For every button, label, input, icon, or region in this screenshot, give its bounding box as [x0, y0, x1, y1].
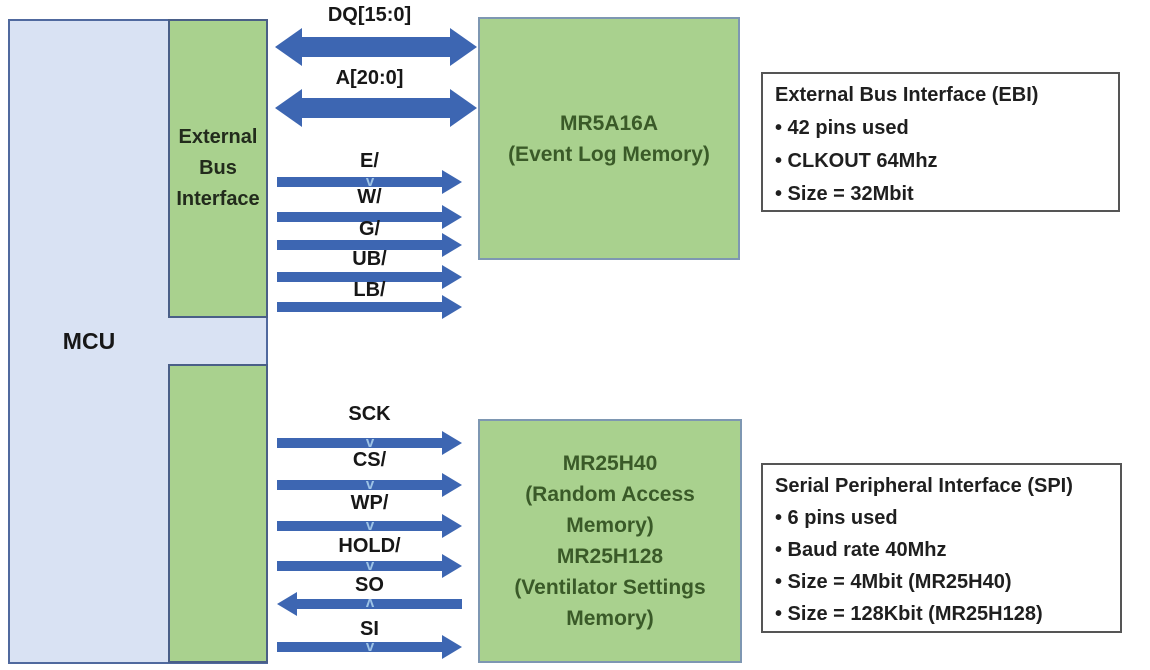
memory-mr5a16a-block: MR5A16A (Event Log Memory) [478, 17, 740, 260]
chevron-mark-icon: v [365, 476, 375, 493]
signal-label-sck: SCK [348, 403, 391, 425]
arrowhead-right-icon [442, 170, 462, 194]
ebi-info-bullet: • Size = 32Mbit [775, 183, 914, 205]
lb-arrow-icon [277, 295, 462, 319]
memory2-line: MR25H128 [556, 545, 664, 568]
chevron-mark-icon: v [365, 595, 375, 612]
spi-info-list: • 6 pins used • Baud rate 40Mhz • Size =… [775, 502, 1108, 630]
arrow-shaft [277, 177, 442, 187]
sck-arrow-icon [277, 431, 462, 455]
arrow-shaft [297, 599, 462, 609]
signal-label-si: SI [360, 618, 379, 640]
chevron-mark-icon: v [365, 434, 375, 451]
ebi-info-title: External Bus Interface (EBI) [775, 84, 1039, 106]
memory1-line: (Event Log Memory) [508, 142, 710, 166]
arrowhead-right-icon [450, 89, 477, 127]
signal-label-cs: CS/ [352, 449, 387, 471]
arrow-shaft [302, 37, 450, 57]
arrow-shaft [277, 480, 442, 490]
signal-label-e: E/ [360, 150, 379, 172]
arrowhead-right-icon [442, 431, 462, 455]
ebi-info-bullet: • CLKOUT 64Mhz [775, 150, 938, 172]
arrow-shaft [277, 521, 442, 531]
memory2-line: (Ventilator Settings [514, 576, 706, 599]
a-bidirectional-arrow-icon [275, 89, 477, 127]
memory2-line: Memory) [566, 607, 654, 630]
arrowhead-right-icon [442, 635, 462, 659]
spi-interface-block [168, 364, 268, 663]
arrowhead-right-icon [442, 295, 462, 319]
ebi-info-bullet: • 42 pins used [775, 117, 909, 139]
signal-label-ub: UB/ [352, 248, 387, 270]
w-arrow-icon [277, 205, 462, 229]
arrowhead-right-icon [442, 473, 462, 497]
spi-info-bullet: • Baud rate 40Mhz [775, 539, 947, 561]
spi-info-bullet: • Size = 128Kbit (MR25H128) [775, 603, 1043, 625]
memory1-line: MR5A16A [559, 111, 659, 135]
si-arrow-icon [277, 635, 462, 659]
arrow-shaft [277, 240, 442, 250]
chevron-mark-icon: v [365, 517, 375, 534]
signal-label-so: SO [355, 574, 384, 596]
signal-label-wp: WP/ [350, 492, 389, 514]
signal-label-hold: HOLD/ [338, 535, 401, 557]
arrow-shaft [277, 561, 442, 571]
arrow-shaft [277, 212, 442, 222]
e-arrow-icon [277, 170, 462, 194]
spi-info-bullet: • Size = 4Mbit (MR25H40) [775, 571, 1012, 593]
chevron-mark-icon: v [365, 557, 375, 574]
spi-info-bullet: • 6 pins used [775, 507, 898, 529]
arrowhead-right-icon [450, 28, 477, 66]
memory-mr25h-block: MR25H40 (Random Access Memory) MR25H128 … [478, 419, 742, 663]
memory2-line: MR25H40 [562, 452, 658, 475]
arrow-shaft [277, 438, 442, 448]
ub-arrow-icon [277, 265, 462, 289]
signal-label-lb: LB/ [353, 279, 386, 301]
ebi-interface-label: External Bus Interface [176, 126, 260, 210]
ebi-info-box: External Bus Interface (EBI) • 42 pins u… [761, 72, 1120, 212]
dq-bidirectional-arrow-icon [275, 28, 477, 66]
chevron-mark-icon: v [365, 638, 375, 655]
so-arrow-icon [277, 592, 462, 616]
arrowhead-right-icon [442, 265, 462, 289]
memory2-line: Memory) [566, 514, 654, 537]
mcu-label: MCU [62, 328, 116, 354]
arrow-shaft [302, 98, 450, 118]
memory2-line: (Random Access [525, 483, 695, 506]
chevron-mark-icon: v [365, 173, 375, 190]
wp-arrow-icon [277, 514, 462, 538]
ebi-interface-block: External Bus Interface [168, 19, 268, 318]
arrowhead-right-icon [442, 514, 462, 538]
arrowhead-right-icon [442, 205, 462, 229]
spi-info-box: Serial Peripheral Interface (SPI) • 6 pi… [761, 463, 1122, 633]
g-arrow-icon [277, 233, 462, 257]
arrowhead-left-icon [277, 592, 297, 616]
spi-info-title: Serial Peripheral Interface (SPI) [775, 475, 1073, 497]
signal-label-w: W/ [357, 186, 382, 208]
arrowhead-left-icon [275, 28, 302, 66]
arrowhead-right-icon [442, 233, 462, 257]
signal-label-a: A[20:0] [335, 67, 404, 89]
arrow-shaft [277, 642, 442, 652]
arrow-shaft [277, 272, 442, 282]
hold-arrow-icon [277, 554, 462, 578]
signal-label-dq: DQ[15:0] [327, 4, 412, 26]
ebi-info-list: • 42 pins used • CLKOUT 64Mhz • Size = 3… [775, 112, 1106, 211]
signal-label-g: G/ [358, 218, 381, 240]
arrowhead-right-icon [442, 554, 462, 578]
arrow-shaft [277, 302, 442, 312]
arrowhead-left-icon [275, 89, 302, 127]
cs-arrow-icon [277, 473, 462, 497]
